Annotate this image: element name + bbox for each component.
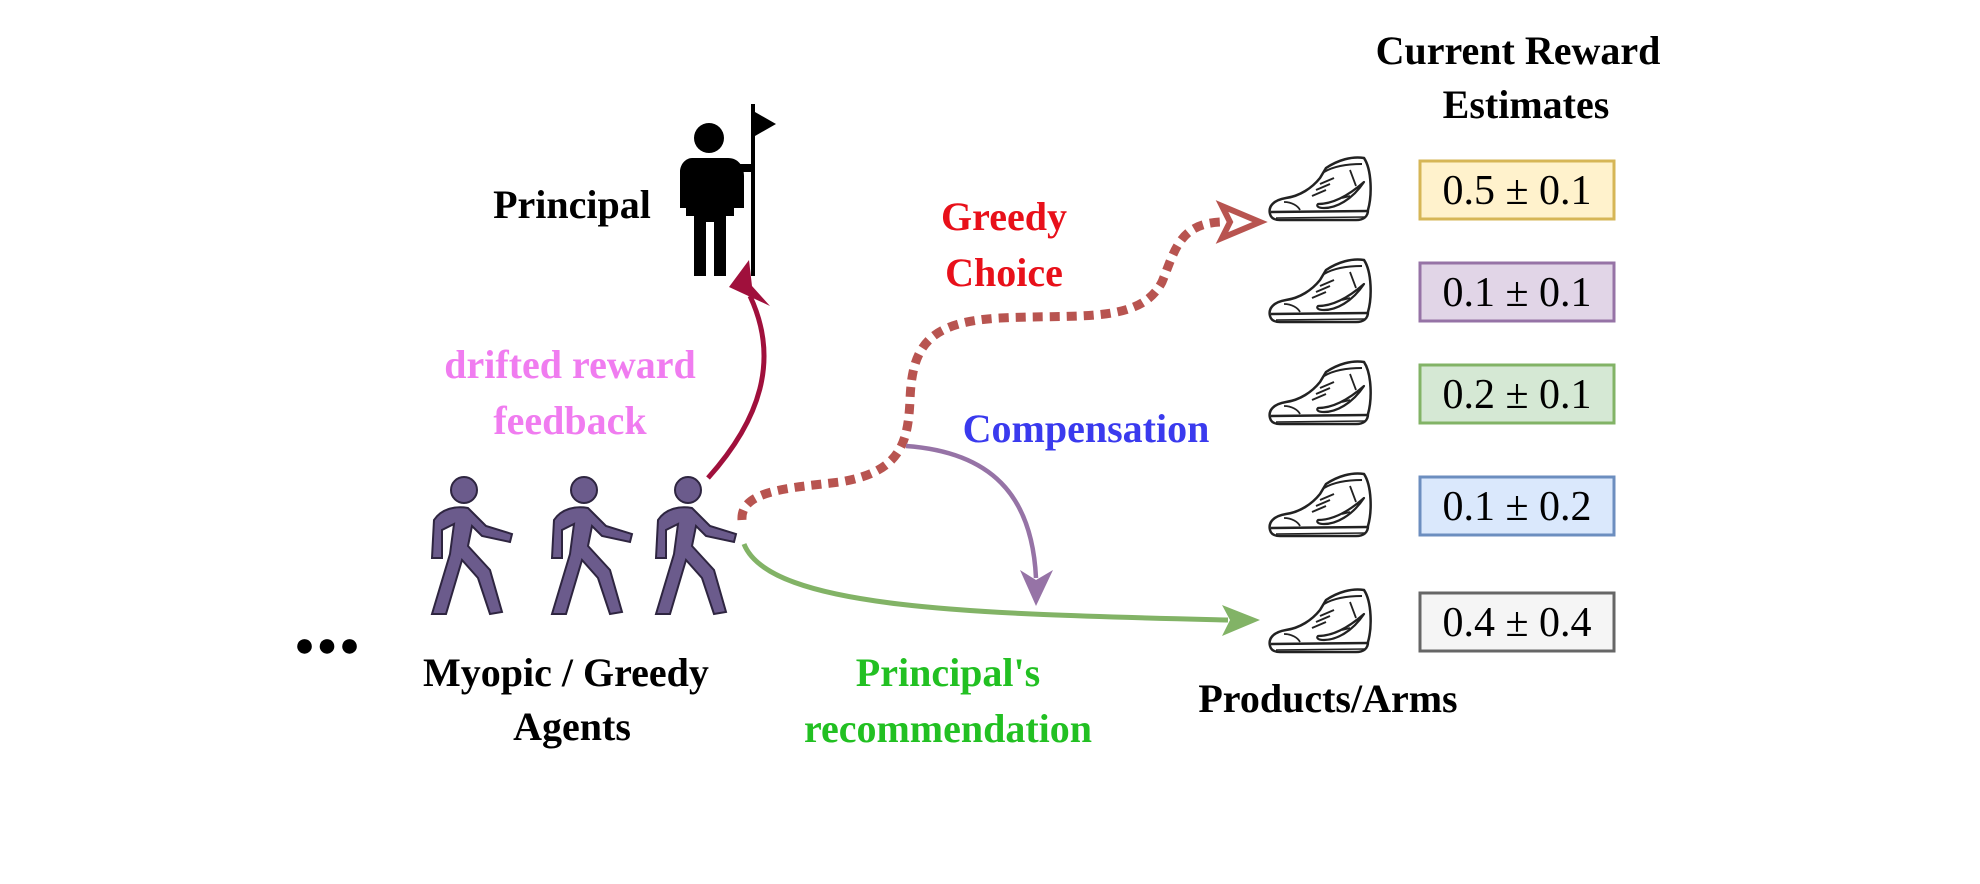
feedback-arrowhead — [729, 260, 770, 306]
estimate-value: 0.1 ± 0.1 — [1442, 270, 1591, 316]
feedback-arrow — [706, 294, 767, 480]
sneaker-icon — [1268, 588, 1372, 654]
recommendation-label-line2: recommendation — [804, 706, 1092, 751]
compensation-label: Compensation — [963, 406, 1210, 451]
principal-label: Principal — [493, 182, 651, 227]
product-row: 0.1 ± 0.2 — [1268, 472, 1616, 538]
feedback-label-line2: feedback — [493, 398, 647, 443]
walking-person-icon — [655, 476, 737, 615]
agents-label-line2: Agents — [513, 704, 631, 749]
person-with-flag-icon — [680, 104, 776, 276]
sneaker-icon — [1268, 156, 1372, 222]
feedback-label-line1: drifted reward — [444, 342, 695, 387]
estimate-value: 0.2 ± 0.1 — [1442, 372, 1591, 418]
sneaker-icon — [1268, 258, 1372, 324]
estimate-box — [1418, 363, 1616, 425]
agents-label-line1: Myopic / Greedy — [423, 650, 709, 695]
estimate-value: 0.4 ± 0.4 — [1442, 600, 1591, 646]
walking-person-icon — [431, 476, 513, 615]
compensation-arrowhead — [1020, 570, 1053, 606]
recommendation-arrowhead — [1222, 605, 1260, 636]
recommendation-arrow — [741, 543, 1229, 623]
greedy-choice-label-line1: Greedy — [941, 194, 1067, 239]
ellipsis-icon: ●●● — [294, 627, 362, 664]
greedy-choice-arrowhead — [1215, 200, 1268, 244]
sneaker-icon — [1268, 360, 1372, 426]
estimate-box — [1418, 475, 1616, 537]
product-row: 0.4 ± 0.4 — [1268, 588, 1616, 654]
products-label: Products/Arms — [1198, 676, 1457, 721]
greedy-choice-arrow — [737, 217, 1231, 521]
product-row: 0.5 ± 0.1 — [1268, 156, 1616, 222]
estimates-title-line1: Current Reward — [1376, 28, 1661, 73]
greedy-choice-label-line2: Choice — [945, 250, 1063, 295]
estimate-value: 0.1 ± 0.2 — [1442, 484, 1591, 530]
sneaker-icon — [1268, 472, 1372, 538]
agents-icons — [431, 476, 737, 615]
estimate-box — [1418, 261, 1616, 323]
estimates-title-line2: Estimates — [1443, 82, 1610, 127]
recommendation-label-line1: Principal's — [856, 650, 1040, 695]
compensation-arrow — [905, 443, 1039, 579]
estimate-box — [1418, 159, 1616, 221]
estimate-box — [1418, 591, 1616, 653]
product-row: 0.1 ± 0.1 — [1268, 258, 1616, 324]
estimate-value: 0.5 ± 0.1 — [1442, 168, 1591, 214]
product-row: 0.2 ± 0.1 — [1268, 360, 1616, 426]
walking-person-icon — [551, 476, 633, 615]
